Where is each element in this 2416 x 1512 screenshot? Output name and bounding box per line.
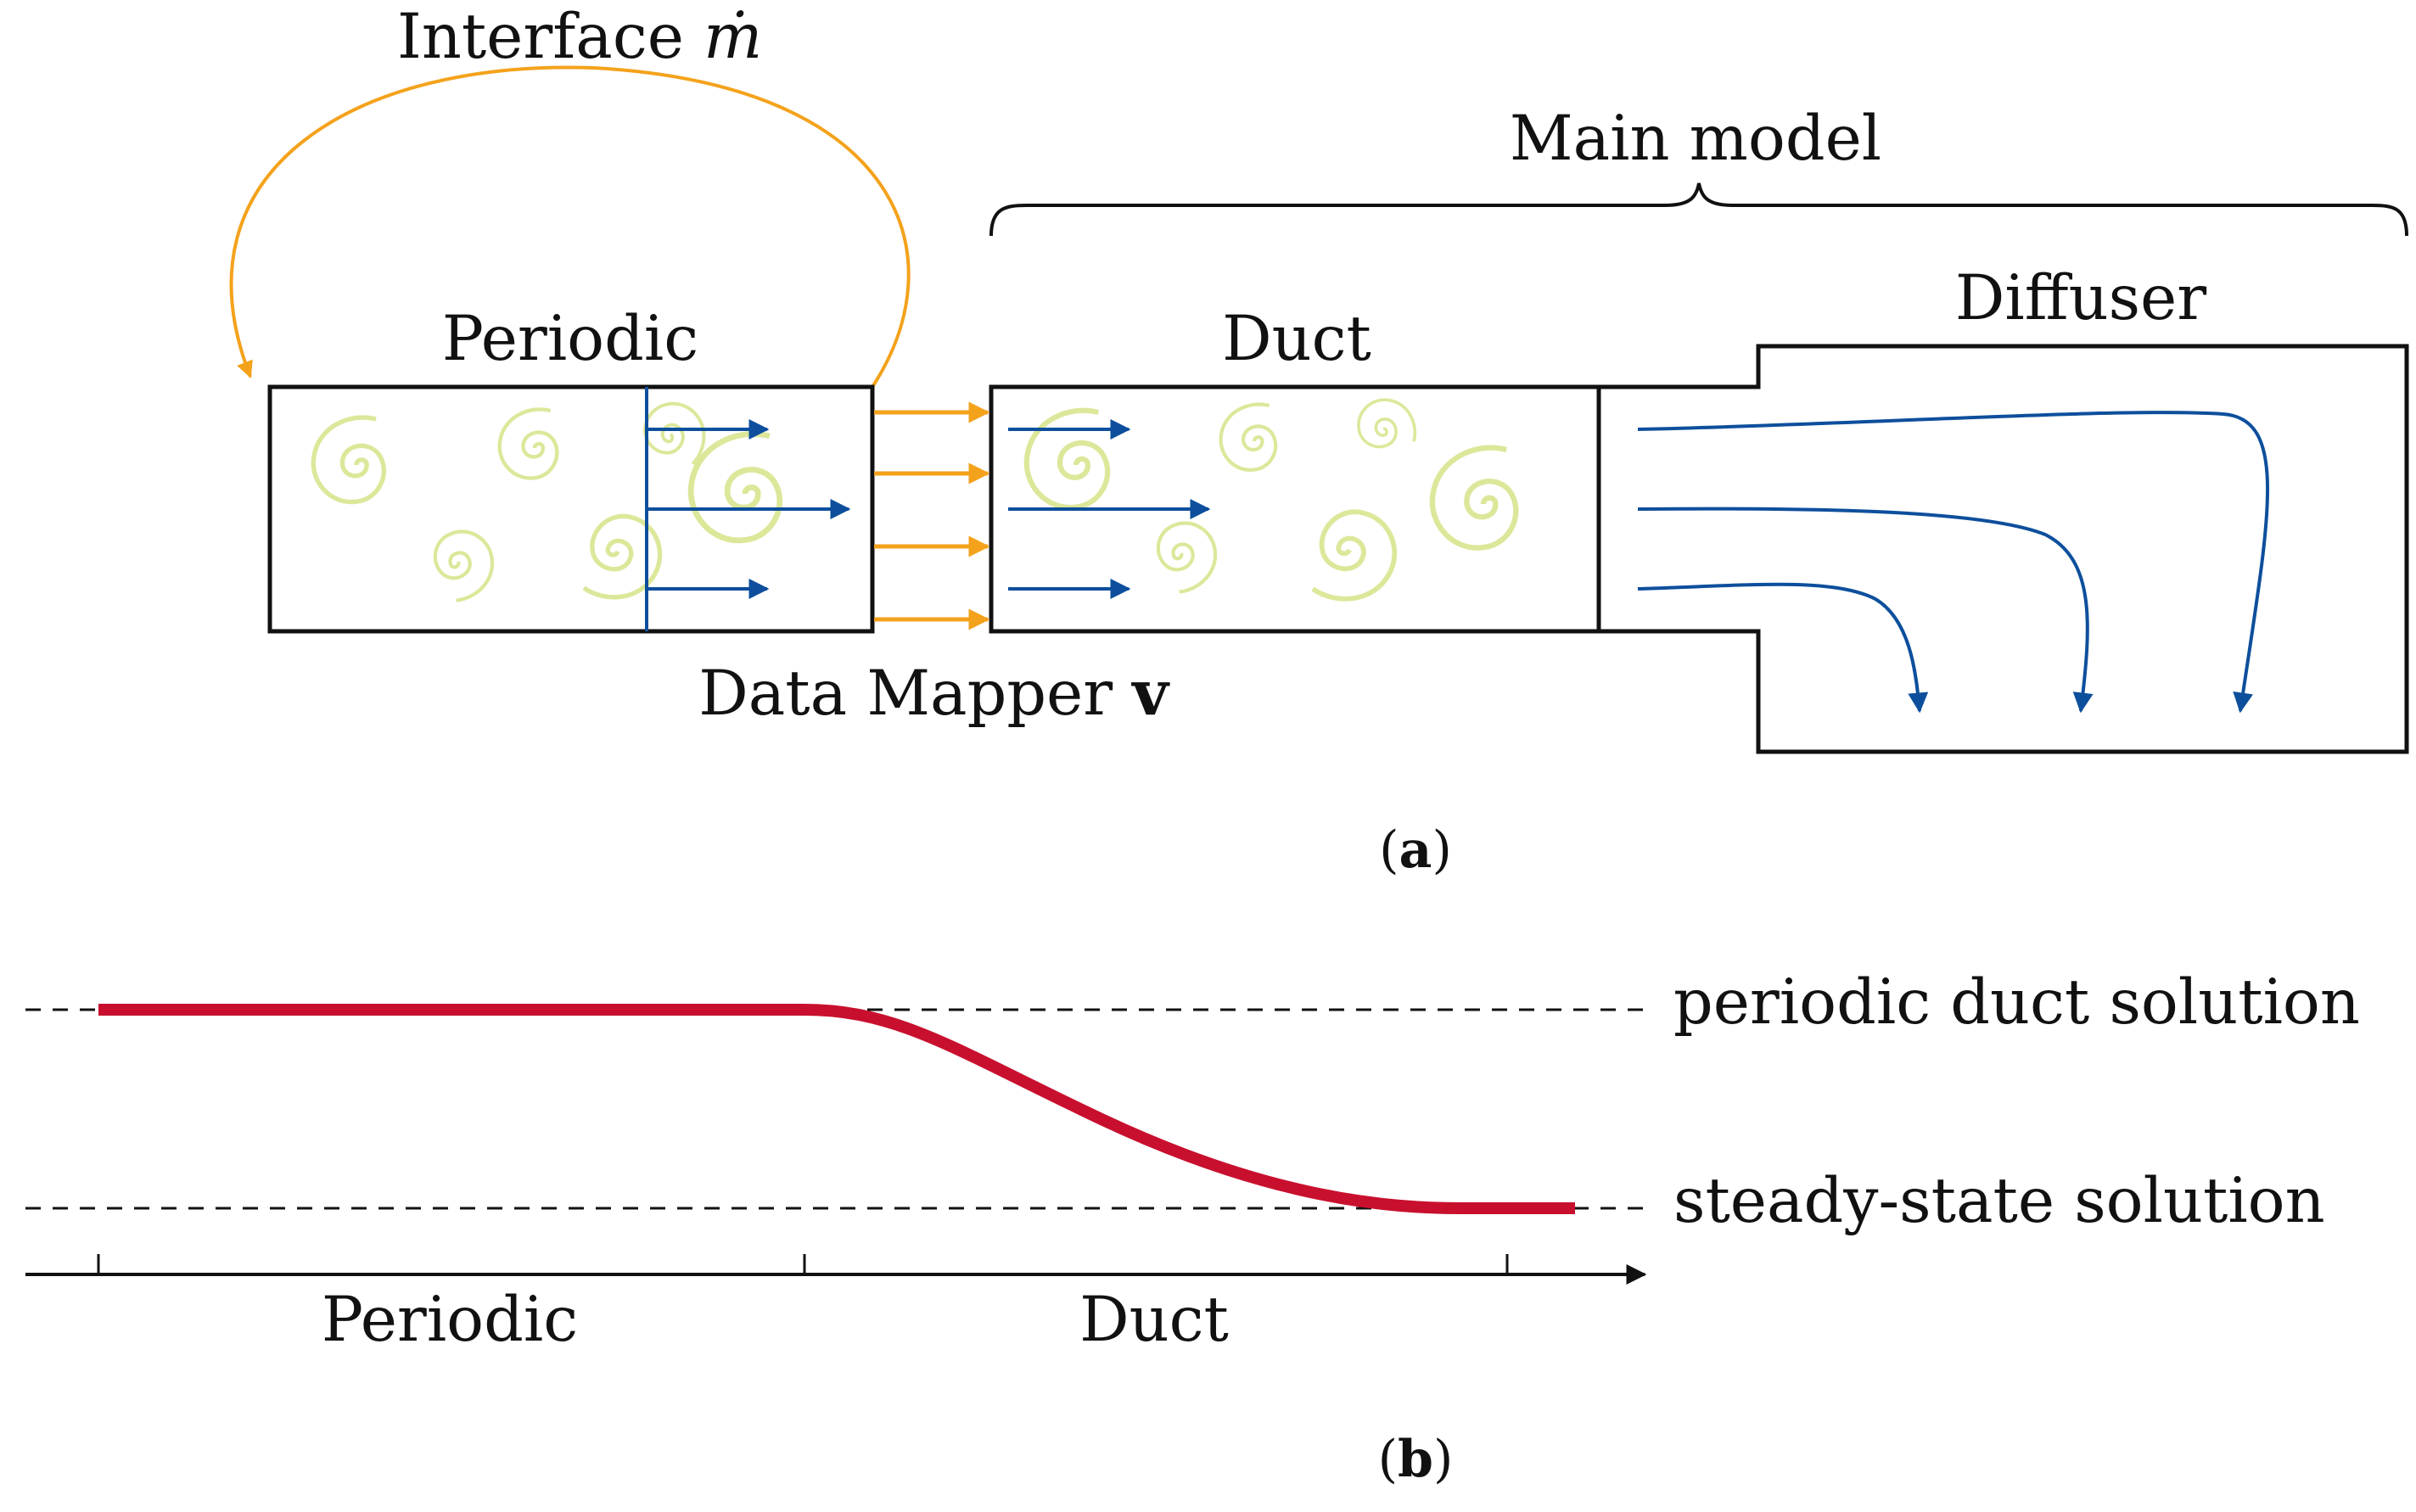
vortex-icon: [500, 409, 558, 478]
vortex-icon: [1432, 448, 1516, 548]
panel-b-caption: (b): [1378, 1430, 1454, 1489]
panel-a-caption: (a): [1379, 820, 1452, 880]
main-model-brace: [989, 182, 2408, 237]
interface-loop-arrow: [229, 65, 911, 389]
vortex-icon: [575, 507, 670, 611]
panel-a: Interface ṁ Main model Periodic Duct Dif…: [229, 1, 2409, 880]
data-mapper-arrows: [874, 401, 990, 630]
duct-box: [989, 384, 1601, 634]
periodic-vortices: [313, 391, 780, 611]
vortex-icon: [1027, 411, 1107, 507]
main-model-label: Main model: [1510, 103, 1881, 175]
diffuser-block-label: Diffuser: [1955, 262, 2206, 334]
axis-label-periodic: Periodic: [322, 1284, 578, 1356]
vortex-icon: [313, 417, 384, 502]
axis-label-duct: Duct: [1079, 1284, 1229, 1356]
periodic-level-label: periodic duct solution: [1673, 966, 2360, 1039]
diffuser-streamlines: [1637, 411, 2270, 714]
solution-curve: [98, 1004, 1575, 1214]
duct-vortices: [1027, 398, 1516, 613]
periodic-box: [267, 384, 875, 634]
steady-level-label: steady-state solution: [1673, 1165, 2325, 1237]
streamline-arrow: [1637, 411, 2270, 714]
vortex-icon: [1357, 398, 1417, 449]
streamline-arrow: [1637, 582, 1929, 714]
vortex-icon: [1152, 515, 1225, 596]
diffuser-box: [1599, 344, 2409, 754]
panel-b: periodic duct solution steady-state solu…: [25, 966, 2360, 1489]
interface-label: Interface ṁ: [397, 1, 762, 73]
duct-block-label: Duct: [1222, 303, 1371, 375]
vortex-icon: [1304, 502, 1406, 613]
periodic-velocity-profile: [645, 387, 851, 631]
vortex-icon: [429, 524, 502, 604]
vortex-icon: [1221, 404, 1276, 469]
data-mapper-label: Data Mapper v: [698, 657, 1170, 730]
duct-velocity-arrows: [1008, 419, 1211, 599]
vortex-icon: [691, 434, 780, 540]
periodic-block-label: Periodic: [442, 303, 698, 375]
streamline-arrow: [1637, 507, 2094, 714]
